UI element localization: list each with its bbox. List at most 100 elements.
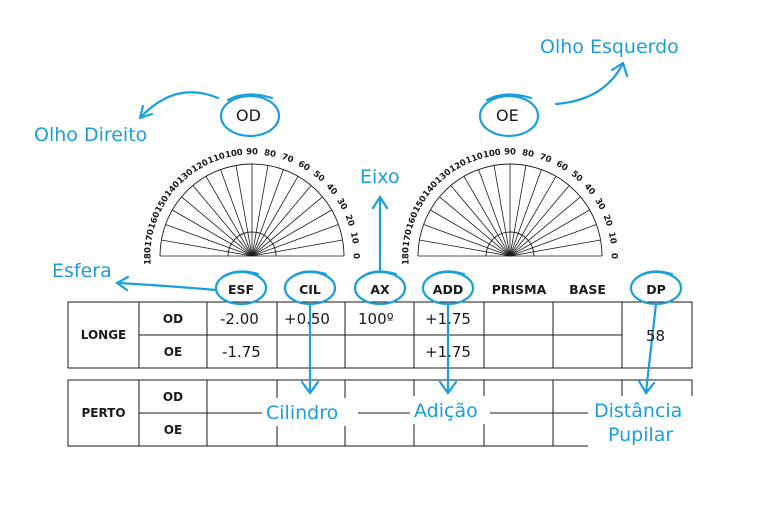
distancia-arrow: [644, 302, 658, 394]
protractor-angle-label: 50: [569, 169, 585, 184]
protractor-angle-label: 60: [554, 159, 569, 174]
protractor-angle-label: 180: [402, 247, 412, 265]
protractor-spoke: [161, 239, 253, 257]
adicao-label: Adição: [414, 400, 478, 422]
header-esf: ESF: [227, 282, 255, 297]
perto-oe-label: OE: [163, 423, 183, 437]
protractor-angle-label: 70: [280, 152, 295, 165]
protractor-angle-label: 180: [144, 247, 154, 265]
table-longe-grid: [67, 301, 693, 369]
protractor-angle-label: 100: [482, 148, 501, 161]
protractor-spoke: [509, 209, 590, 257]
protractor-spoke: [251, 185, 312, 257]
protractor-angle-label: 170: [402, 228, 415, 247]
protractor-spoke: [251, 196, 323, 257]
label-gap-cilindro: [262, 398, 358, 426]
olho-esquerdo-label: Olho Esquerdo: [540, 36, 679, 58]
protractor-angle-label: 20: [343, 213, 356, 228]
pupilar-label: Pupilar: [608, 424, 674, 446]
olho-direito-label: Olho Direito: [34, 124, 148, 146]
protractor-angle-label: 80: [521, 148, 534, 160]
protractor-angle-label: 0: [351, 253, 361, 259]
cilindro-label: Cilindro: [266, 402, 339, 424]
eixo-label: Eixo: [360, 166, 400, 188]
header-base: BASE: [569, 282, 606, 297]
protractor-spoke: [509, 224, 597, 257]
annotation-graphics: [114, 61, 683, 395]
longe-oe-label: OE: [163, 345, 183, 359]
protractor-spoke: [251, 176, 299, 257]
label-gap-distancia: [588, 396, 702, 448]
oe-tag: OE: [496, 106, 519, 125]
label-gap-adicao: [410, 396, 490, 424]
protractor-angle-label: 80: [263, 148, 276, 160]
longe-od-ax: 100º: [358, 310, 394, 328]
protractor-angle-label: 30: [334, 197, 349, 212]
protractor-angle-label: 10: [606, 231, 618, 244]
protractor-spoke: [509, 185, 570, 257]
olho-esquerdo-arrow: [554, 61, 625, 106]
protractor-angle-label: 110: [207, 151, 227, 166]
protractor-spoke: [251, 165, 269, 257]
protractor-spoke: [235, 165, 253, 257]
protractor-spoke: [509, 239, 601, 257]
protractor-angle-label: 20: [601, 213, 614, 228]
protractor-angle-label: 40: [582, 182, 597, 198]
longe-oe-add: +1.75: [425, 343, 471, 361]
protractor-angle-label: 50: [311, 169, 327, 184]
longe-oe-esf: -1.75: [222, 343, 261, 361]
longe-dp: 58: [646, 327, 666, 345]
protractor-angle-label: 30: [592, 197, 607, 212]
longe-od-esf: -2.00: [220, 310, 259, 328]
protractor-spoke: [220, 169, 253, 257]
distancia-label: Distância: [594, 400, 683, 422]
protractor-angle-label: 100: [224, 148, 243, 161]
protractor-spoke: [478, 169, 511, 257]
longe-od-add: +1.75: [425, 310, 471, 328]
protractor-spoke: [509, 169, 542, 257]
header-prisma: PRISMA: [491, 282, 547, 297]
protractor-spoke: [509, 176, 557, 257]
longe-od-label: OD: [162, 312, 184, 326]
protractor-spoke: [251, 209, 332, 257]
protractor-spoke: [172, 209, 253, 257]
protractor-angle-label: 110: [465, 151, 485, 166]
olho-direito-arrow: [138, 91, 220, 120]
protractor-spoke: [423, 224, 511, 257]
protractor-spoke: [509, 196, 581, 257]
protractor-spoke: [439, 196, 511, 257]
perto-label: PERTO: [81, 406, 126, 420]
esfera-arrow: [116, 281, 218, 292]
protractor-angle-label: 10: [348, 231, 360, 244]
protractor-spoke: [463, 176, 511, 257]
protractor-spoke: [450, 185, 511, 257]
protractor-spoke: [493, 165, 511, 257]
protractor-spoke: [251, 169, 284, 257]
protractor-angle-label: 170: [144, 228, 157, 247]
protractor-angle-label: 90: [246, 148, 258, 158]
perto-od-label: OD: [162, 390, 184, 404]
protractor-angle-label: 0: [609, 253, 619, 259]
esfera-label: Esfera: [52, 260, 112, 282]
od-tag: OD: [236, 106, 261, 125]
longe-label: LONGE: [80, 328, 127, 342]
protractor-angle-label: 60: [296, 159, 311, 174]
header-cil: CIL: [299, 282, 321, 297]
protractor-angle-label: 90: [504, 148, 516, 158]
protractor-angle-label: 40: [324, 182, 339, 198]
protractor-spoke: [192, 185, 253, 257]
protractor-spoke: [181, 196, 253, 257]
od-tag-oval: [219, 94, 281, 138]
longe-od-cil: +0.50: [284, 310, 330, 328]
protractor-spoke: [509, 165, 527, 257]
protractor-spoke: [430, 209, 511, 257]
header-add: ADD: [432, 282, 464, 297]
header-ax: AX: [370, 282, 390, 297]
protractor-spoke: [419, 239, 511, 257]
oe-tag-oval: [478, 94, 540, 138]
header-dp: DP: [646, 282, 666, 297]
